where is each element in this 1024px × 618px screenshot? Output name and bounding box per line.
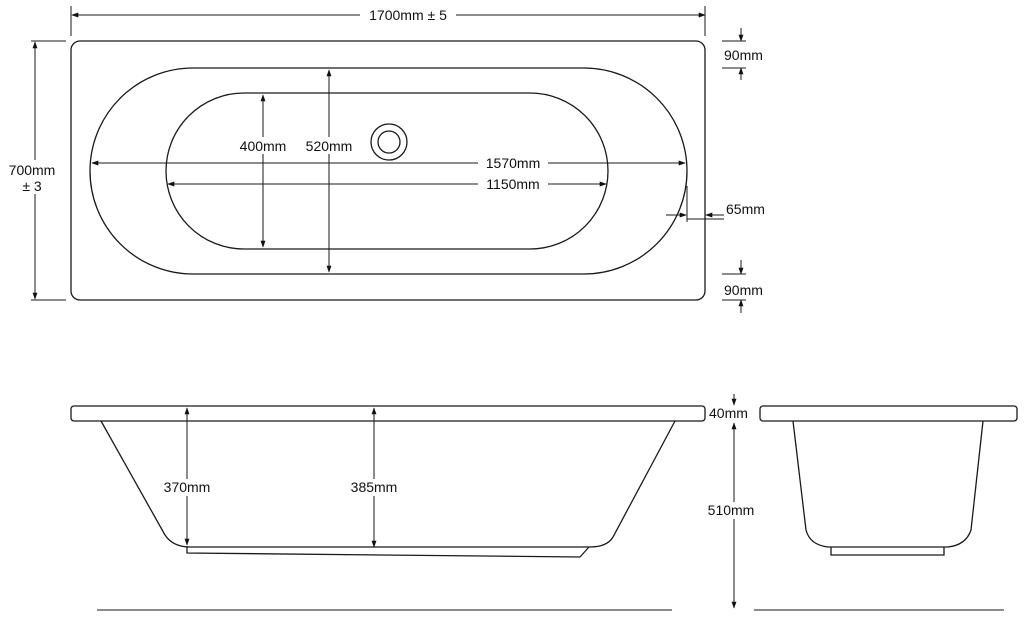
rim-side-label: 65mm xyxy=(726,201,765,217)
bath-rim-outline xyxy=(70,40,706,301)
side-tub-base xyxy=(186,546,590,558)
side-tub-body xyxy=(100,420,676,548)
end-rim-label: 40mm xyxy=(709,405,748,421)
end-height-label: 510mm xyxy=(708,502,755,518)
inner-width-label: 400mm xyxy=(240,138,287,154)
outer-width-label: 520mm xyxy=(306,138,353,154)
bath-inner-basin xyxy=(165,92,609,250)
end-rim xyxy=(759,405,1018,422)
inner-length-label: 1150mm xyxy=(486,176,539,192)
overall-length-label: 1700mm ± 5 xyxy=(369,7,447,23)
outer-length-label: 1570mm xyxy=(486,155,540,171)
depth-left-label: 370mm xyxy=(164,479,211,495)
side-elevation: 370mm 385mm xyxy=(70,405,706,611)
rim-bottom-label: 90mm xyxy=(724,282,763,298)
bath-outer-basin xyxy=(89,67,688,275)
overall-width-tolerance: ± 3 xyxy=(22,178,42,194)
depth-centre-label: 385mm xyxy=(351,479,398,495)
rim-top-label: 90mm xyxy=(724,47,763,63)
end-tub-base xyxy=(830,547,945,556)
end-tub-body xyxy=(792,420,984,548)
drain-icon xyxy=(370,123,408,161)
overall-width-label: 700mm xyxy=(9,162,56,178)
plan-view: 1700mm ± 5 700mm ± 3 90mm 90mm 65mm 400m… xyxy=(2,5,765,313)
side-rim xyxy=(70,405,706,422)
end-elevation: 40mm 510mm xyxy=(704,394,1018,611)
